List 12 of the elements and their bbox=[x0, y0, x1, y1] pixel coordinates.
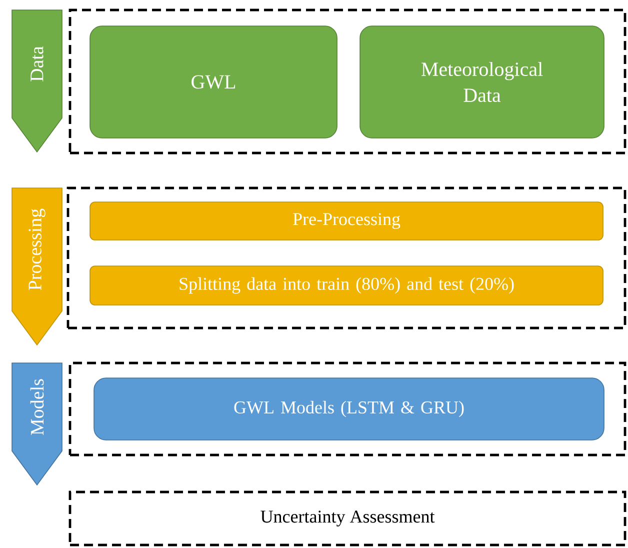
stage-banner: Data bbox=[12, 10, 62, 153]
dashed-box bbox=[66, 186, 626, 330]
process-box: Splitting data into train (80%) and test (20%) bbox=[90, 266, 604, 306]
dashed-box bbox=[68, 362, 626, 456]
dashed-box: Uncertainty Assessment bbox=[68, 490, 626, 546]
dashed-box bbox=[68, 8, 626, 154]
process-box: GWL Models (LSTM & GRU) bbox=[94, 378, 604, 440]
process-box: Pre-Processing bbox=[90, 202, 604, 240]
process-box: Meteorological Data bbox=[360, 26, 604, 138]
stage-banner: Models bbox=[12, 362, 62, 486]
stage-banner: Processing bbox=[12, 188, 62, 346]
process-box: GWL bbox=[90, 26, 338, 138]
